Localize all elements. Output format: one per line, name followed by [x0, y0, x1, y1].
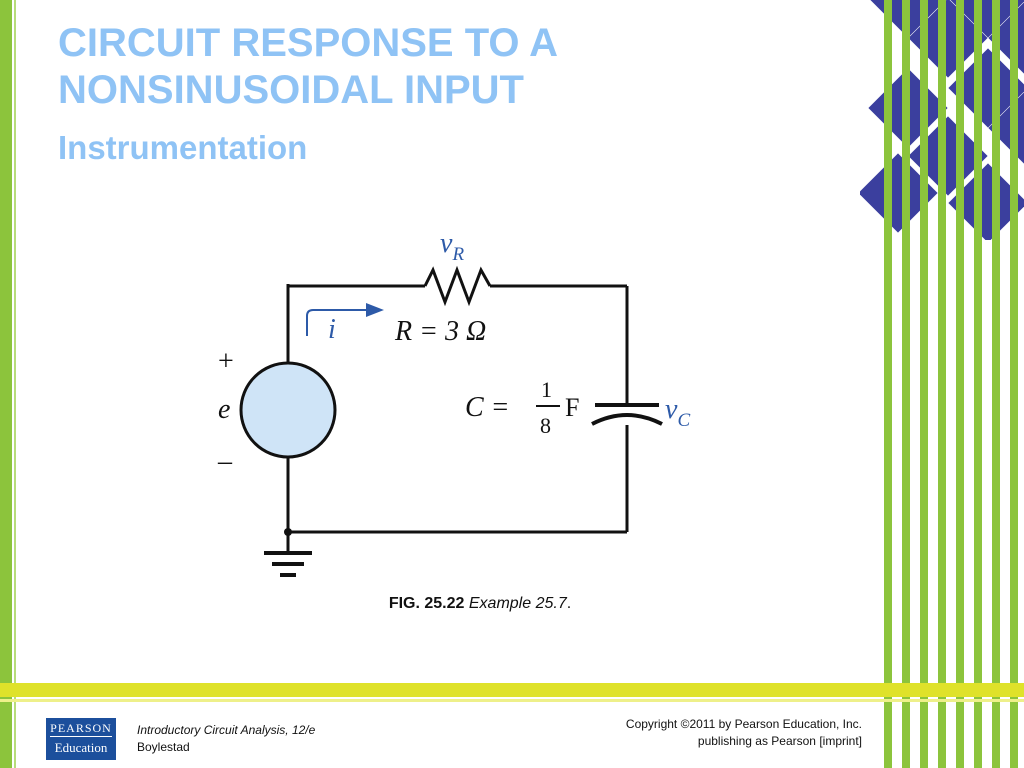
- figure-caption: FIG. 25.22 Example 25.7.: [0, 595, 960, 613]
- capacitance-label: C =: [465, 392, 510, 423]
- voltage-source: [239, 361, 337, 459]
- figure-number: FIG. 25.22: [388, 595, 465, 612]
- left-green-bar: [0, 0, 12, 768]
- source-minus: –: [217, 446, 233, 477]
- book-author: Boylestad: [137, 740, 190, 754]
- logo-bottom-text: Education: [54, 740, 108, 755]
- title-line-2: NONSINUSOIDAL INPUT: [58, 68, 524, 112]
- rc-circuit-diagram: vR i R = 3 Ω C = 1 8 F vC + e –: [217, 228, 690, 577]
- vr-subscript: R: [451, 244, 464, 265]
- right-stripes: [860, 0, 1024, 768]
- top-wire-left: [286, 284, 425, 288]
- book-info: Introductory Circuit Analysis, 12/e Boyl…: [137, 722, 315, 756]
- vc-subscript: C: [677, 410, 690, 431]
- copyright-notice: Copyright ©2011 by Pearson Education, In…: [560, 716, 862, 750]
- capacitance-numerator: 1: [541, 377, 552, 402]
- vr-label: vR: [440, 228, 464, 265]
- current-arrowhead: [366, 303, 384, 317]
- source-plus: +: [218, 346, 234, 377]
- copyright-line-2: publishing as Pearson [imprint]: [697, 734, 862, 748]
- slide-subtitle: Instrumentation: [58, 129, 308, 166]
- source-e-label: e: [218, 394, 230, 425]
- vc-label: vC: [665, 394, 690, 431]
- left-green-bar-thin: [14, 0, 16, 768]
- footer-yellow-band-thin: [0, 699, 1024, 702]
- capacitor-plate-bottom: [591, 413, 663, 426]
- resistor-zigzag: [423, 265, 492, 307]
- footer-yellow-band: [0, 683, 1024, 697]
- copyright-line-1: Copyright ©2011 by Pearson Education, In…: [625, 717, 862, 731]
- current-label: i: [328, 314, 336, 345]
- capacitance-unit: F: [565, 393, 579, 422]
- figure-period: .: [566, 595, 572, 612]
- logo-top-text: PEARSON: [50, 721, 112, 737]
- book-title: Introductory Circuit Analysis, 12/e: [137, 723, 316, 737]
- capacitance-denominator: 8: [540, 413, 551, 438]
- resistance-label: R = 3 Ω: [394, 316, 486, 347]
- ground-node: [284, 528, 292, 536]
- slide-title: CIRCUIT RESPONSE TO A NONSINUSOIDAL INPU…: [58, 20, 838, 114]
- title-line-1: CIRCUIT RESPONSE TO A: [58, 21, 559, 65]
- pearson-logo: PEARSON Education: [46, 718, 116, 760]
- current-arrow-line: [306, 309, 368, 336]
- figure-example: Example 25.7: [468, 595, 567, 612]
